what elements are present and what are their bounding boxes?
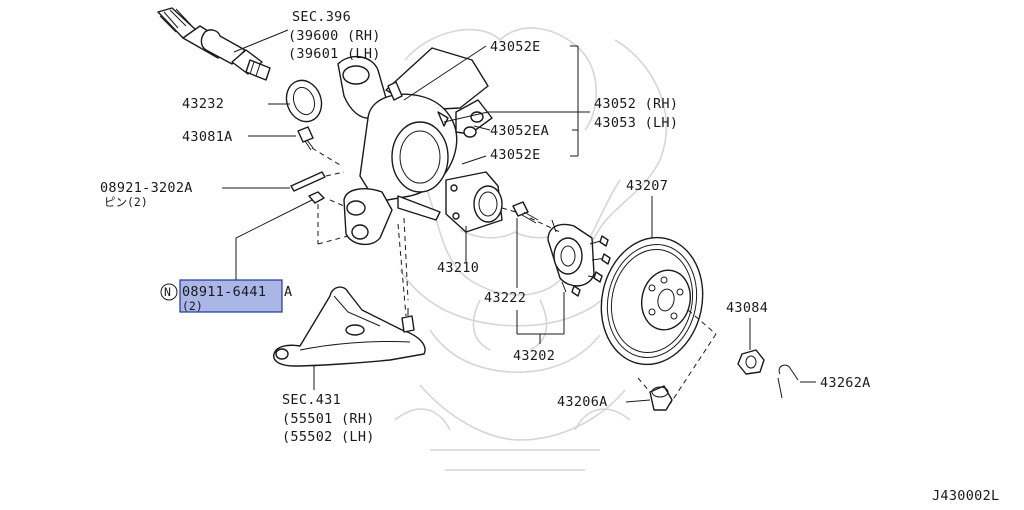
label-nut-marker: N [164,285,171,299]
lower-arm [273,286,426,367]
label-43210: 43210 [437,260,479,276]
cotter-pin-43262a [777,364,799,399]
label-sec431-rh: (55501 (RH) [282,411,375,427]
brake-disc-43207 [600,236,704,366]
cap-43206a [649,385,673,411]
label-43206a: 43206A [557,394,608,410]
label-43222: 43222 [484,290,526,306]
label-43232: 43232 [182,96,224,112]
label-43052e-bot: 43052E [490,147,541,163]
label-08921-sub: ピン(2) [104,195,148,209]
label-08911: 08911-6441 [182,284,266,300]
label-sec431-lh: (55502 (LH) [282,429,375,445]
label-43052e-top: 43052E [490,39,541,55]
wheel-hub-43202 [547,219,611,297]
hub-bearing-43210 [445,171,503,233]
callout-labels: SEC.396 (39600 (RH) (39601 (LH) 43232 43… [100,9,999,504]
nut-08911 [308,191,325,204]
watermark-logo [394,27,668,471]
drive-shaft [157,7,271,81]
label-sec396-lh: (39601 (LH) [288,46,381,62]
label-08921: 08921-3202A [100,180,193,196]
label-43084: 43084 [726,300,768,316]
steering-knuckle [337,47,493,245]
pin-08921 [290,171,326,192]
label-43081a: 43081A [182,129,233,145]
seal-43232 [285,79,323,123]
label-08911-suffix: A [284,284,292,300]
label-08911-qty: (2) [182,299,203,313]
label-sec431-title: SEC.431 [282,392,341,408]
bolt-43222 [512,201,539,224]
label-43053-lh: 43053 (LH) [594,115,678,131]
highlight-08911 [179,279,283,313]
nut-43084 [737,349,765,375]
label-43207: 43207 [626,178,668,194]
label-43262a: 43262A [820,375,871,391]
label-sec396-title: SEC.396 [292,9,351,25]
leader-lines [222,29,816,403]
nut-marker-circle [160,283,178,301]
label-43052ea: 43052EA [490,123,549,139]
bolt-43081a [297,126,314,151]
label-43202: 43202 [513,348,555,364]
diagram-id: J430002L [932,488,999,504]
label-43052-rh: 43052 (RH) [594,96,678,112]
label-sec396-rh: (39600 (RH) [288,28,381,44]
assembly-lines [311,147,717,405]
